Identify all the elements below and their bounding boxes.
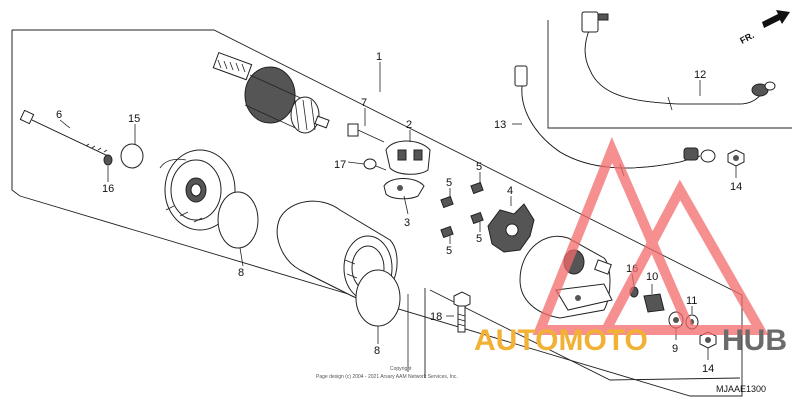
watermark-text-hub: HUB — [722, 324, 787, 357]
nut-part-14-lower — [699, 331, 717, 349]
diagram-code: MJAAE1300 — [716, 384, 766, 394]
callout-9: 9 — [672, 343, 678, 355]
callout-1: 1 — [376, 51, 382, 63]
callout-2: 2 — [406, 119, 412, 131]
o-ring-part-8-left — [217, 191, 259, 249]
callout-10: 10 — [646, 271, 658, 283]
o-ring-part-15 — [120, 143, 144, 169]
callout-8-right: 8 — [374, 345, 380, 357]
callout-4: 4 — [507, 185, 513, 197]
callout-5-a: 5 — [476, 161, 482, 173]
copyright-line-2: Page design (c) 2004 - 2021 Arsary AAM N… — [316, 374, 458, 380]
callout-5-c: 5 — [476, 233, 482, 245]
callout-18: 18 — [430, 311, 442, 323]
callout-11: 11 — [686, 295, 697, 307]
callout-14-upper: 14 — [730, 181, 742, 193]
callout-6: 6 — [56, 109, 62, 121]
callout-7: 7 — [361, 97, 367, 109]
callout-5-d: 5 — [446, 245, 452, 257]
callout-14-lower: 14 — [702, 363, 714, 375]
callout-16-left: 16 — [102, 183, 114, 195]
callout-numbers: 1 2 3 4 5 5 5 5 6 7 8 8 9 10 11 12 13 14… — [56, 51, 742, 375]
bushing-part-10 — [643, 293, 665, 313]
callout-15: 15 — [128, 113, 140, 125]
long-bolt-part-6 — [19, 109, 109, 157]
screw-part-17 — [363, 158, 387, 171]
callout-13: 13 — [494, 119, 506, 131]
watermark-text-automoto: AUTOMOTO — [474, 324, 648, 357]
front-cover-housing — [159, 149, 236, 231]
bolt-part-7 — [347, 123, 385, 143]
o-ring-part-8-right — [355, 269, 401, 327]
callout-8-left: 8 — [238, 267, 244, 279]
callout-3: 3 — [404, 217, 410, 229]
exploded-view-frame — [11, 29, 743, 397]
watermark-logo-icon — [532, 136, 769, 335]
watermark-text: AUTOMOTO HUB — [474, 324, 787, 357]
motor-cable-part-13 — [514, 65, 716, 177]
brush-springs-part-5 — [440, 181, 484, 239]
starter-cable-part-12 — [581, 11, 776, 111]
brush-plate-part-3 — [383, 178, 425, 200]
damper-coupler-part-4 — [487, 203, 535, 253]
washer-part-16-left — [103, 154, 113, 166]
callout-5-b: 5 — [446, 177, 452, 189]
leader-lines — [59, 62, 737, 360]
callout-12: 12 — [694, 69, 706, 81]
front-direction-arrow-icon: FR. — [738, 10, 790, 46]
copyright-line-1: Copyright — [390, 366, 412, 372]
copyright-block: Copyright Page design (c) 2004 - 2021 Ar… — [316, 294, 458, 380]
armature-part-1 — [212, 52, 330, 134]
direction-label: FR. — [738, 30, 755, 46]
callout-17: 17 — [334, 159, 346, 171]
cable-inset-box — [547, 20, 792, 129]
nut-part-14-upper — [727, 149, 745, 167]
bolt-part-18 — [453, 291, 471, 333]
brush-holder-part-2 — [385, 140, 431, 175]
